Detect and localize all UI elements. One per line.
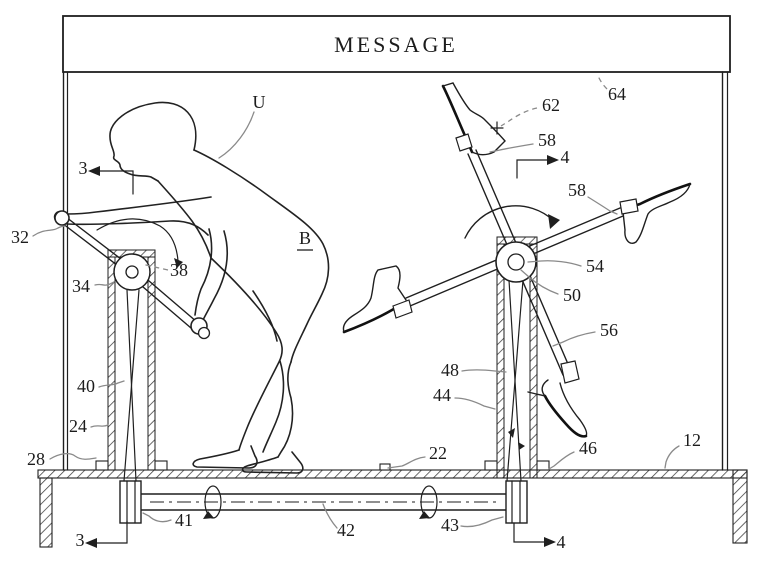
- platform-clip: [379, 463, 391, 471]
- figure-far-foot: [241, 451, 304, 474]
- ref-label-22: 22: [429, 443, 447, 463]
- right-footrest-column: [342, 82, 692, 482]
- footrest-shoe-right: [619, 182, 692, 244]
- room-walls: [62, 71, 729, 471]
- ref-label-U: U: [253, 92, 266, 112]
- ref-label-46: 46: [579, 438, 597, 458]
- ref-label-B: B: [299, 228, 311, 248]
- ref-label-44: 44: [433, 385, 451, 405]
- figure-near-foot: [192, 445, 258, 469]
- platform-right-lip: [732, 469, 748, 544]
- figure-far-leg: [277, 361, 294, 458]
- banner-title: MESSAGE: [334, 32, 458, 57]
- ref-label-12: 12: [683, 430, 701, 450]
- ref-label-56: 56: [600, 320, 618, 340]
- drive-shaft: [119, 480, 528, 524]
- footrest-shoe-top: [441, 82, 506, 156]
- ref-label-4-bottom: 4: [557, 532, 566, 552]
- figure-near-arm-bottom: [66, 220, 209, 236]
- ref-label-64: 64: [608, 84, 626, 104]
- shaft-rotation-symbol-right: [419, 485, 438, 519]
- ref-label-58-top: 58: [538, 130, 556, 150]
- ref-label-58-right: 58: [568, 180, 586, 200]
- figure-inner-thigh: [252, 290, 278, 342]
- ref-label-48: 48: [441, 360, 459, 380]
- ref-label-34: 34: [72, 276, 90, 296]
- ref-label-41: 41: [175, 510, 193, 530]
- left-column-foot-left: [95, 460, 109, 471]
- figure-near-leg-back: [262, 360, 285, 453]
- ref-label-28: 28: [27, 449, 45, 469]
- ref-label-50: 50: [563, 285, 581, 305]
- ref-label-62: 62: [542, 95, 560, 115]
- message-banner: MESSAGE: [62, 15, 731, 73]
- footrest-shoe-lower-left: [342, 265, 413, 334]
- figure-front: [157, 180, 283, 451]
- figure-back: [193, 149, 330, 363]
- user-figure: [54, 101, 330, 474]
- shoe-tab-right: [619, 198, 639, 215]
- right-column-foot-right: [536, 460, 550, 471]
- handle-swing-arc: [96, 218, 179, 262]
- ref-label-4-top: 4: [561, 147, 570, 167]
- shoe-tab-lower-right: [560, 360, 580, 384]
- shoe-tab-top: [455, 133, 473, 152]
- ref-label-40: 40: [77, 376, 95, 396]
- figure-near-hand: [54, 210, 70, 226]
- shaft-rotation-symbol-left: [203, 485, 222, 519]
- platform-base: [37, 463, 748, 548]
- ref-label-43: 43: [441, 515, 459, 535]
- figure-near-arm-top: [66, 196, 212, 215]
- lower-handle: [197, 326, 211, 340]
- leader-lines: [32, 75, 680, 529]
- left-column-foot-right: [154, 460, 168, 471]
- ref-label-24: 24: [69, 416, 87, 436]
- right-column-foot-left: [484, 460, 498, 471]
- shoe-tab-lower-left: [392, 299, 413, 319]
- rotation-arc: [464, 205, 555, 239]
- footrest-shoe-lower-right: [527, 360, 588, 438]
- ref-label-3-top: 3: [79, 158, 88, 178]
- section-markers: [85, 155, 559, 548]
- ref-label-42: 42: [337, 520, 355, 540]
- platform-left-lip: [39, 477, 53, 548]
- left-bearing-housing: [119, 480, 142, 524]
- ref-label-54: 54: [586, 256, 604, 276]
- left-crank-column: [53, 210, 205, 482]
- figure-far-arm-outer: [202, 230, 228, 321]
- ref-label-32: 32: [11, 227, 29, 247]
- figure-head: [109, 101, 197, 182]
- right-bearing-housing: [505, 480, 528, 524]
- figure-far-arm-inner: [194, 228, 213, 316]
- ref-label-38: 38: [170, 260, 188, 280]
- ref-label-3-bottom: 3: [76, 530, 85, 550]
